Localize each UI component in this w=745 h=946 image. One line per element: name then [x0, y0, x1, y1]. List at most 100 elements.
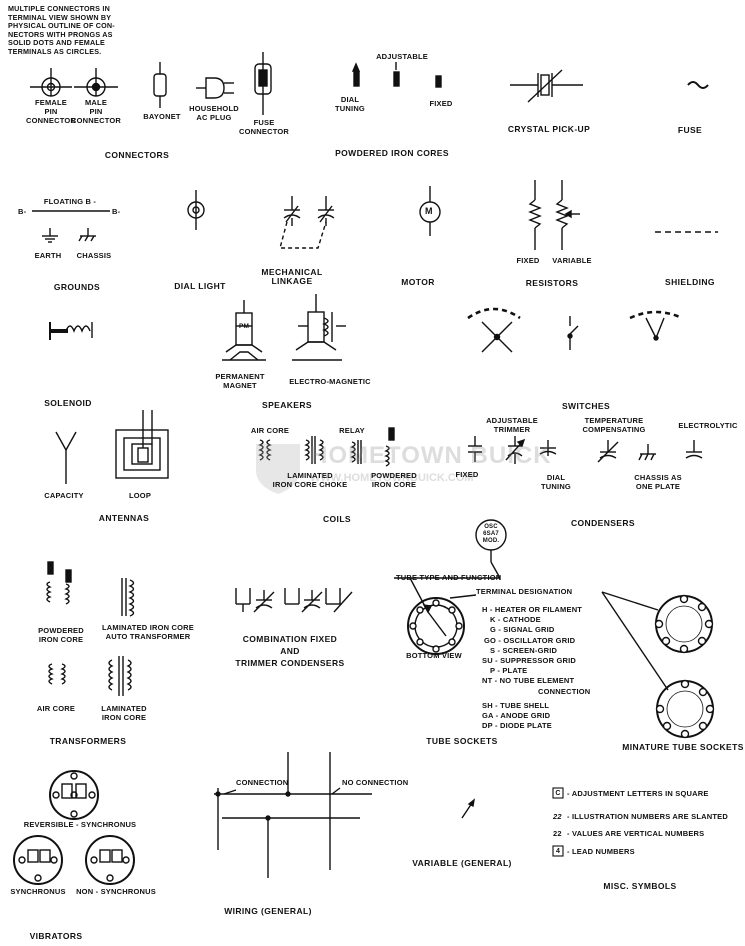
misc-symbols: [552, 787, 564, 857]
crystal-pickup-label: CRYSTAL PICK-UP: [507, 124, 591, 134]
non-synchronus-label: NON - SYNCHRONUS: [76, 887, 156, 896]
tube-legend: H - HEATER OR FILAMENT K - CATHODE G - S…: [482, 605, 591, 731]
connectors-heading: CONNECTORS: [104, 150, 170, 160]
b-minus-left: B-: [18, 207, 27, 216]
electro-magnetic-label: ELECTRO-MAGNETIC: [289, 377, 371, 386]
resistors-heading: RESISTORS: [525, 278, 579, 288]
fixed-resistor-label: FIXED: [516, 256, 540, 265]
air-core-coil-label: AIR CORE: [250, 426, 290, 435]
fixed-core-label: FIXED: [429, 99, 453, 108]
terminal-designation-label: TERMINAL DESIGNATION: [476, 587, 573, 596]
misc-adj-box: C: [555, 790, 561, 797]
loop-antenna-symbol: [115, 410, 169, 479]
misc-val-number: 22: [553, 829, 562, 838]
misc-adjustment-text: - ADJUSTMENT LETTERS IN SQUARE: [567, 789, 709, 798]
vibrators-symbols: [13, 770, 135, 885]
tube-symbols: [394, 519, 715, 739]
loop-label: LOOP: [128, 491, 152, 500]
condensers-heading: CONDENSERS: [571, 518, 635, 528]
air-core-transformer-label: AIR CORE: [36, 704, 76, 713]
bottom-view-label: BOTTOM VIEW: [406, 651, 462, 660]
capacity-label: CAPACITY: [44, 491, 84, 500]
no-connection-label: NO CONNECTION: [342, 778, 409, 787]
fuse-symbol: [687, 81, 709, 89]
connection-label: CONNECTION: [236, 778, 289, 787]
transformers-heading: TRANSFORMERS: [49, 736, 127, 746]
shielding-heading: SHIELDING: [665, 277, 715, 287]
chassis-label: CHASSIS: [76, 251, 112, 260]
selector-switch-symbol: [629, 310, 683, 341]
motor-symbol: [419, 186, 441, 236]
misc-ill-number: 22: [553, 812, 562, 821]
floating-b-label: FLOATING B -: [43, 197, 97, 206]
capacity-antenna-symbol: [55, 431, 77, 484]
vibrators-heading: VIBRATORS: [29, 931, 83, 941]
fuse-connector-symbol: [254, 52, 272, 115]
watermark-url: WWW.HOMETOWNBUICK.COM: [310, 472, 474, 484]
pm-glyph: PM: [239, 323, 250, 330]
iron-cores-heading: POWDERED IRON CORES: [335, 148, 449, 158]
tube-type-function-label: TUBE TYPE AND FUNCTION: [396, 573, 502, 582]
miniature-sockets-heading: MINATURE TUBE SOCKETS: [622, 742, 744, 752]
dial-light-symbol: [187, 190, 205, 230]
toggle-switch-symbol: [567, 316, 579, 350]
bayonet-symbol: [153, 62, 167, 108]
earth-label: EARTH: [34, 251, 62, 260]
permanent-magnet-speaker-symbol: [222, 300, 266, 361]
synchronus-label: SYNCHRONUS: [10, 887, 66, 896]
adjustable-core-label: ADJUSTABLE: [376, 52, 428, 61]
misc-lead-number: 4: [555, 848, 561, 855]
antennas-heading: ANTENNAS: [98, 513, 150, 523]
condensers-symbols: [468, 436, 703, 464]
grounds-heading: GROUNDS: [53, 282, 101, 292]
male-pin-connector-symbol: [74, 68, 118, 97]
bayonet-label: BAYONET: [143, 112, 181, 121]
relay-label: RELAY: [339, 426, 365, 435]
motor-heading: MOTOR: [401, 277, 435, 287]
wiring-symbols: [214, 752, 372, 878]
misc-heading: MISC. SYMBOLS: [603, 881, 677, 891]
reversible-label: REVERSIBLE - SYNCHRONUS: [23, 820, 137, 829]
variable-general-heading: VARIABLE (GENERAL): [412, 858, 512, 868]
misc-values-text: - VALUES ARE VERTICAL NUMBERS: [567, 829, 705, 838]
coils-symbols: [258, 427, 395, 467]
watermark: HOMETOWN BUICK WWW.HOMETOWNBUICK.COM: [250, 440, 551, 496]
watermark-brand: HOMETOWN BUICK: [310, 442, 552, 469]
b-minus-right: B-: [112, 207, 121, 216]
variable-general-symbol: [461, 798, 475, 819]
crystal-pickup-symbol: [510, 69, 583, 103]
female-pin-connector-symbol: [30, 68, 72, 97]
speakers-heading: SPEAKERS: [262, 400, 312, 410]
variable-resistor-label: VARIABLE: [552, 256, 592, 265]
grounds-symbols: [32, 210, 110, 243]
household-plug-symbol: [196, 77, 234, 99]
combination-condensers-symbols: [235, 588, 353, 613]
fixed-condenser-label: FIXED: [455, 470, 479, 479]
misc-lead-text: - LEAD NUMBERS: [567, 847, 635, 856]
misc-illustration-text: - ILLUSTRATION NUMBERS ARE SLANTED: [567, 812, 728, 821]
solenoid-heading: SOLENOID: [44, 398, 92, 408]
solenoid-symbol: [49, 322, 93, 340]
dial-light-heading: DIAL LIGHT: [174, 281, 226, 291]
fuse-heading: FUSE: [677, 125, 703, 135]
